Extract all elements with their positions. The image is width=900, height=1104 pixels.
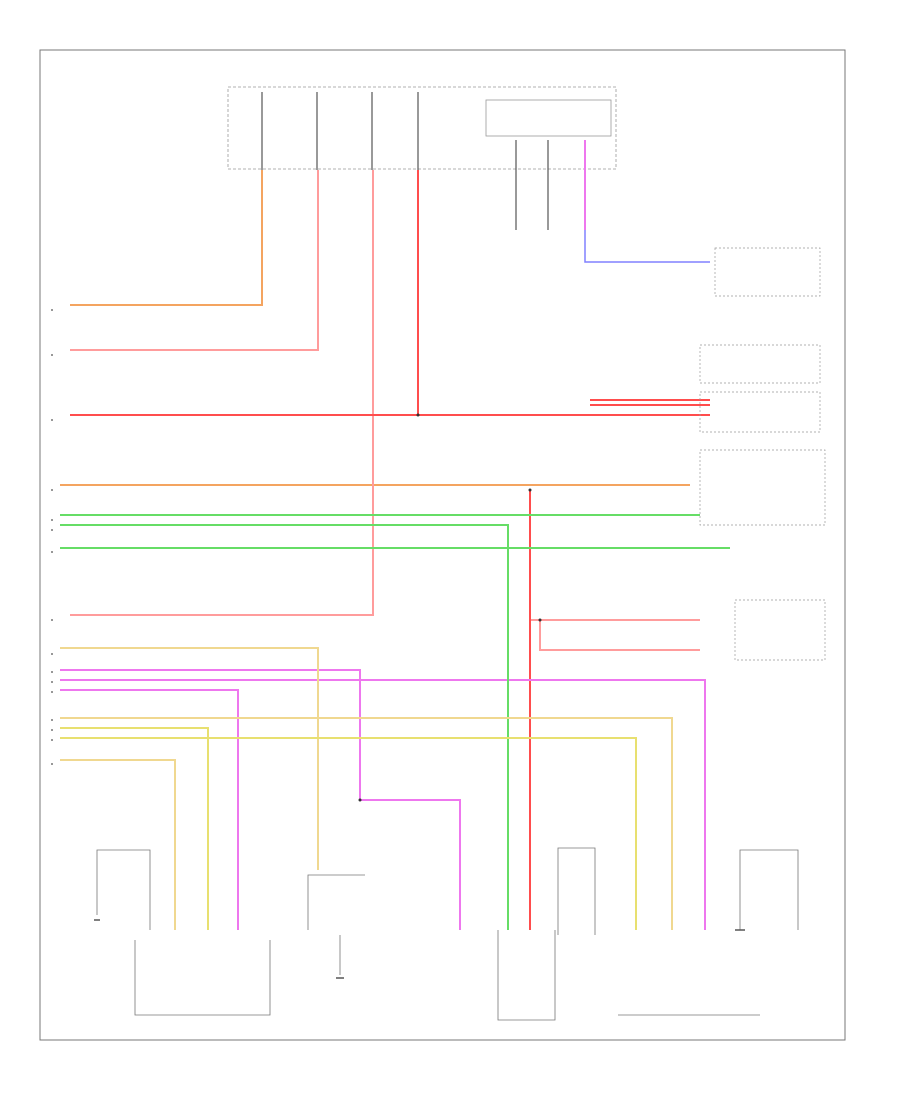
wire-tan (60, 647, 673, 930)
ground-symbols (94, 919, 745, 979)
fuse-stubs (261, 92, 549, 230)
diagram-border (39, 49, 846, 1041)
wire-magenta (60, 140, 706, 930)
fuse-box-inner (485, 99, 612, 137)
wire-yellow (60, 727, 637, 930)
fuse-box (227, 86, 617, 170)
wire-blue (584, 230, 710, 263)
wire-orange (60, 170, 690, 486)
splice-dots (358, 413, 542, 802)
left-connector-ticks (51, 309, 53, 765)
wire-red (70, 170, 710, 930)
bottom-components (96, 847, 799, 1021)
wire-pink (70, 170, 700, 651)
right-components (699, 247, 826, 661)
wire-green (60, 514, 730, 930)
